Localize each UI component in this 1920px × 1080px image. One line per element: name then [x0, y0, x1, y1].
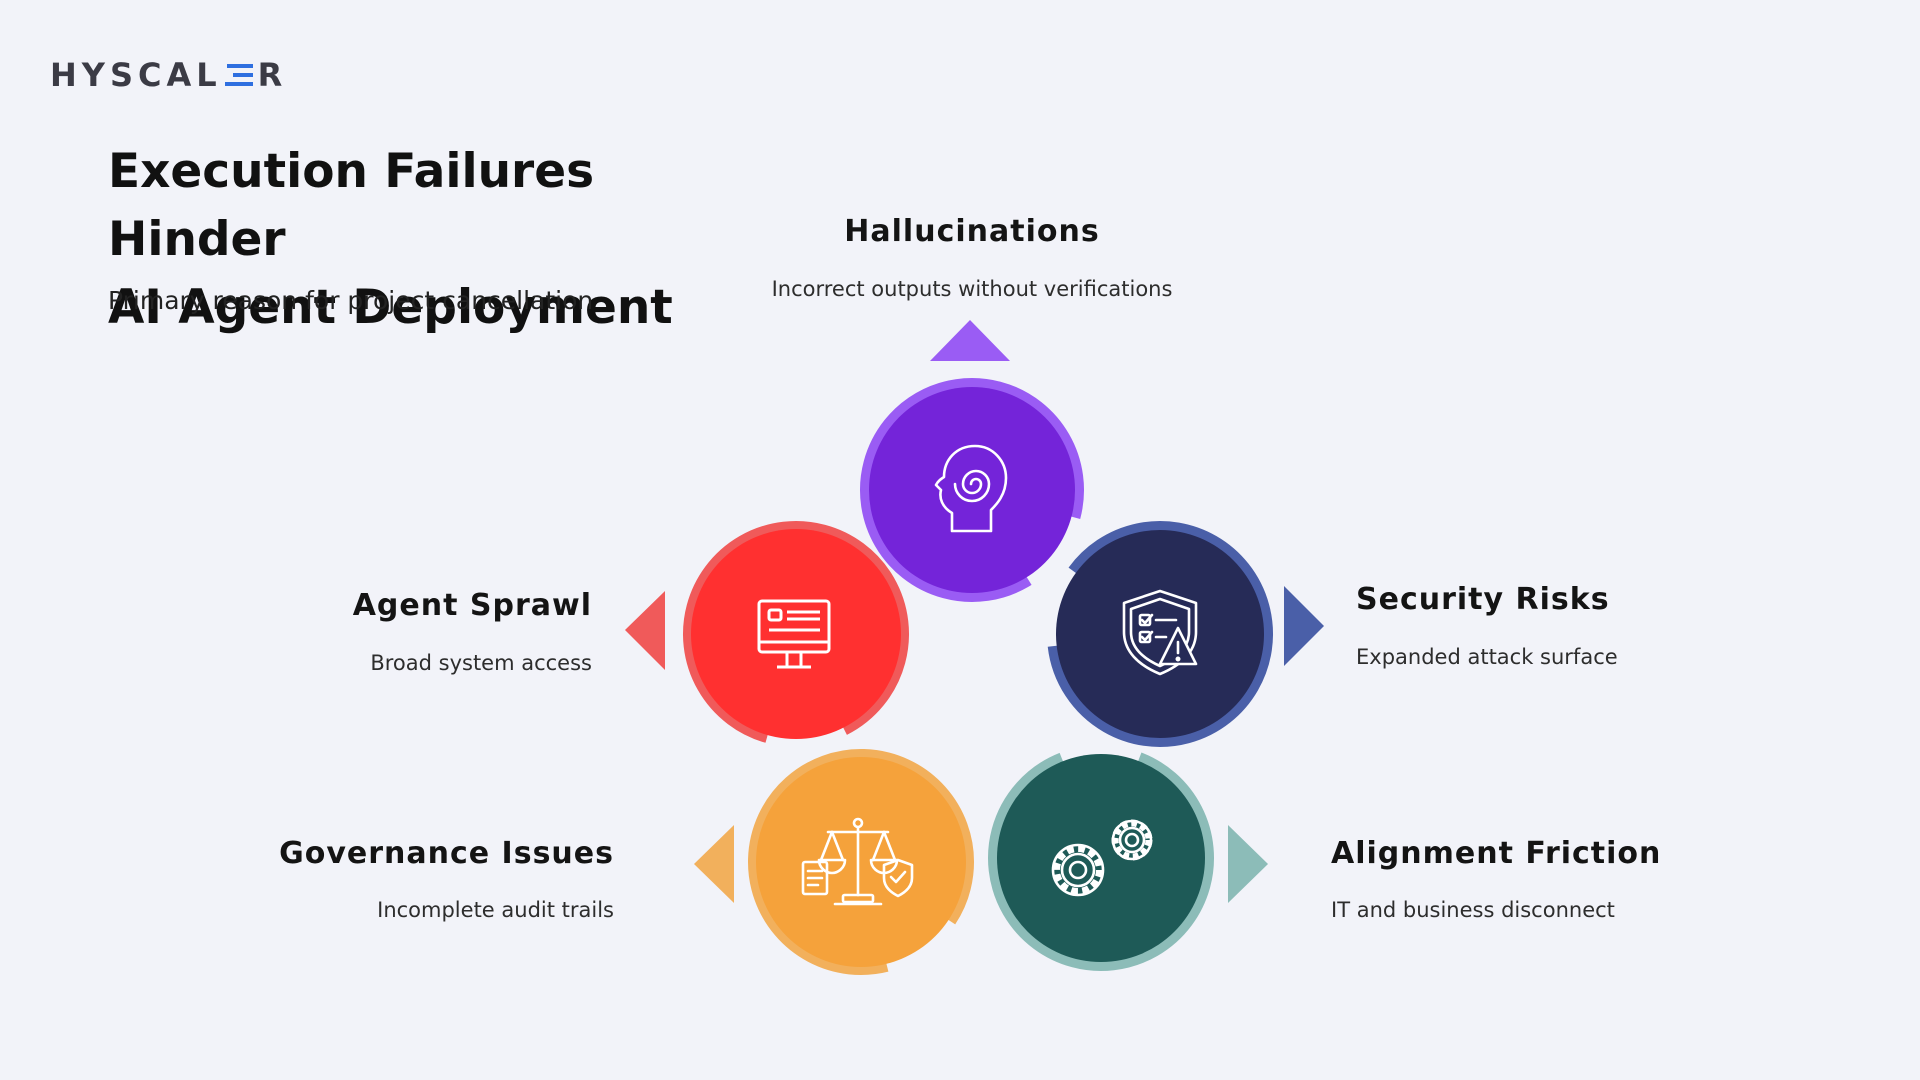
node-governance-issues-circle [756, 757, 966, 967]
desc-governance-issues: Incomplete audit trails [377, 898, 614, 922]
logo-text-left: HYSCAL [50, 56, 222, 94]
node-governance-issues [694, 749, 974, 975]
node-agent-sprawl-circle [691, 529, 901, 739]
page-title: Execution Failures Hinder AI Agent Deplo… [108, 138, 748, 342]
page-subtitle: Primary reason for project cancellation [108, 286, 594, 315]
brain-spiral-icon [934, 444, 1008, 533]
label-governance-issues: Governance Issues [279, 836, 614, 871]
node-hallucinations-ring [860, 378, 1085, 602]
desc-alignment-friction: IT and business disconnect [1331, 898, 1615, 922]
logo-e-mark-icon [224, 64, 253, 86]
node-security-risks [1047, 521, 1324, 747]
node-alignment-friction-ring [988, 745, 1214, 971]
desc-security-risks: Expanded attack surface [1356, 645, 1618, 669]
label-hallucinations: Hallucinations [844, 214, 1100, 249]
node-governance-issues-ring [748, 749, 974, 975]
monitor-icon [757, 599, 831, 669]
title-line-1: Execution Failures Hinder [108, 144, 595, 267]
node-security-risks-circle [1056, 530, 1264, 738]
desc-agent-sprawl: Broad system access [370, 651, 592, 675]
node-hallucinations-circle [869, 387, 1075, 593]
brand-logo: HYSCAL R [50, 56, 287, 94]
node-agent-sprawl-ring [682, 521, 909, 747]
title-line-2: AI Agent Deployment [108, 280, 673, 335]
arrow-right-icon [1284, 586, 1324, 666]
arrow-up-icon [930, 320, 1010, 361]
node-security-risks-ring [1047, 521, 1273, 747]
label-security-risks: Security Risks [1356, 582, 1610, 617]
logo-text-right: R [257, 56, 288, 94]
shield-warning-icon [1122, 589, 1198, 676]
desc-hallucinations: Incorrect outputs without verifications [771, 277, 1173, 301]
arrow-left-icon [694, 825, 734, 903]
node-alignment-friction [988, 745, 1268, 971]
arrow-left-icon [625, 591, 665, 670]
arrow-right-icon [1228, 825, 1268, 903]
node-agent-sprawl [625, 521, 909, 747]
node-hallucinations [860, 320, 1085, 602]
scales-icon [801, 817, 914, 906]
label-alignment-friction: Alignment Friction [1331, 836, 1662, 871]
gears-icon [1051, 819, 1153, 897]
label-agent-sprawl: Agent Sprawl [352, 588, 592, 623]
